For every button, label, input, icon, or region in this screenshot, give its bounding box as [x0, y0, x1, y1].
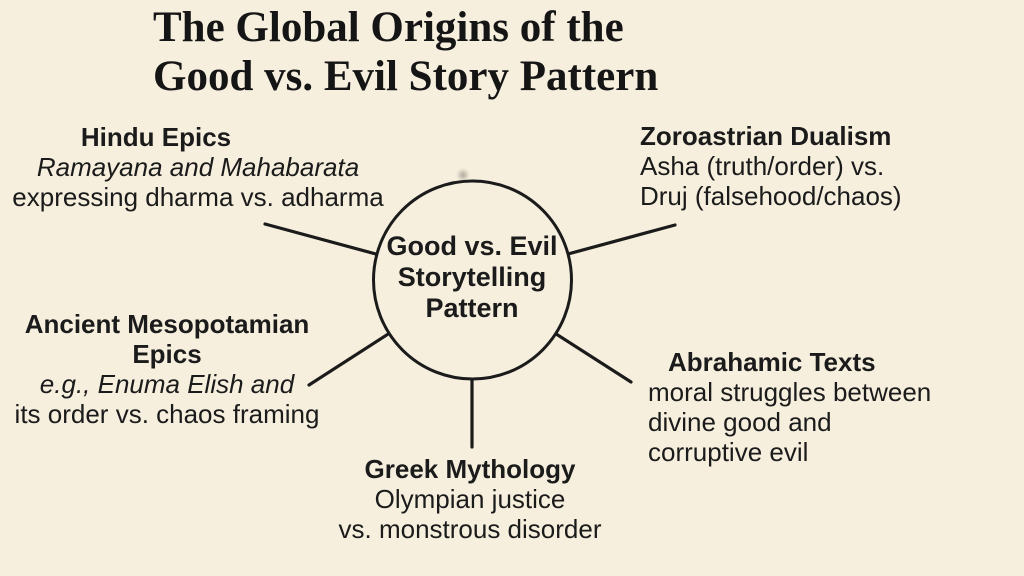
node-abrahamic-heading: Abrahamic Texts — [668, 347, 876, 377]
title-line-2: Good vs. Evil Story Pattern — [153, 53, 659, 100]
title-line-1: The Global Origins of the — [153, 4, 624, 51]
node-hindu-heading: Hindu Epics — [80, 122, 232, 152]
node-mesopotamian-works: e.g., Enuma Elish and — [39, 369, 295, 399]
node-zoroastrian-line-2: Druj (falsehood/chaos) — [640, 181, 902, 211]
center-label-line-2: Storytelling — [397, 262, 547, 292]
node-mesopotamian-heading-line-1: Ancient Mesopotamian — [24, 309, 310, 339]
node-abrahamic-texts: Abrahamic Texts moral struggles between … — [648, 347, 931, 467]
node-hindu-description: expressing dharma vs. adharma — [12, 182, 384, 212]
node-abrahamic-line-2: divine good and — [648, 407, 832, 437]
smudge-artifact — [454, 166, 472, 184]
node-mesopotamian-heading-line-2: Epics — [132, 339, 202, 369]
node-greek-heading: Greek Mythology — [364, 454, 576, 484]
node-abrahamic-line-3: corruptive evil — [648, 437, 809, 467]
node-abrahamic-line-1: moral struggles between — [648, 377, 932, 407]
node-zoroastrian-dualism: Zoroastrian Dualism Asha (truth/order) v… — [640, 121, 902, 211]
node-hindu-works: Ramayana and Mahabarata — [36, 152, 360, 182]
center-label: Good vs. Evil Storytelling Pattern — [322, 231, 622, 324]
node-mesopotamian-epics: Ancient Mesopotamian Epics e.g., Enuma E… — [0, 309, 347, 429]
diagram-title: The Global Origins of the Good vs. Evil … — [153, 3, 658, 101]
node-zoroastrian-heading: Zoroastrian Dualism — [640, 121, 892, 151]
node-greek-line-1: Olympian justice — [374, 484, 566, 514]
node-zoroastrian-line-1: Asha (truth/order) vs. — [640, 151, 885, 181]
node-greek-mythology: Greek Mythology Olympian justice vs. mon… — [290, 454, 650, 544]
node-greek-line-2: vs. monstrous disorder — [338, 514, 602, 544]
center-label-line-1: Good vs. Evil — [386, 231, 558, 261]
node-mesopotamian-description: its order vs. chaos framing — [14, 399, 320, 429]
center-label-line-3: Pattern — [425, 293, 519, 323]
node-hindu-epics: Hindu Epics Ramayana and Mahabarata expr… — [8, 122, 388, 212]
